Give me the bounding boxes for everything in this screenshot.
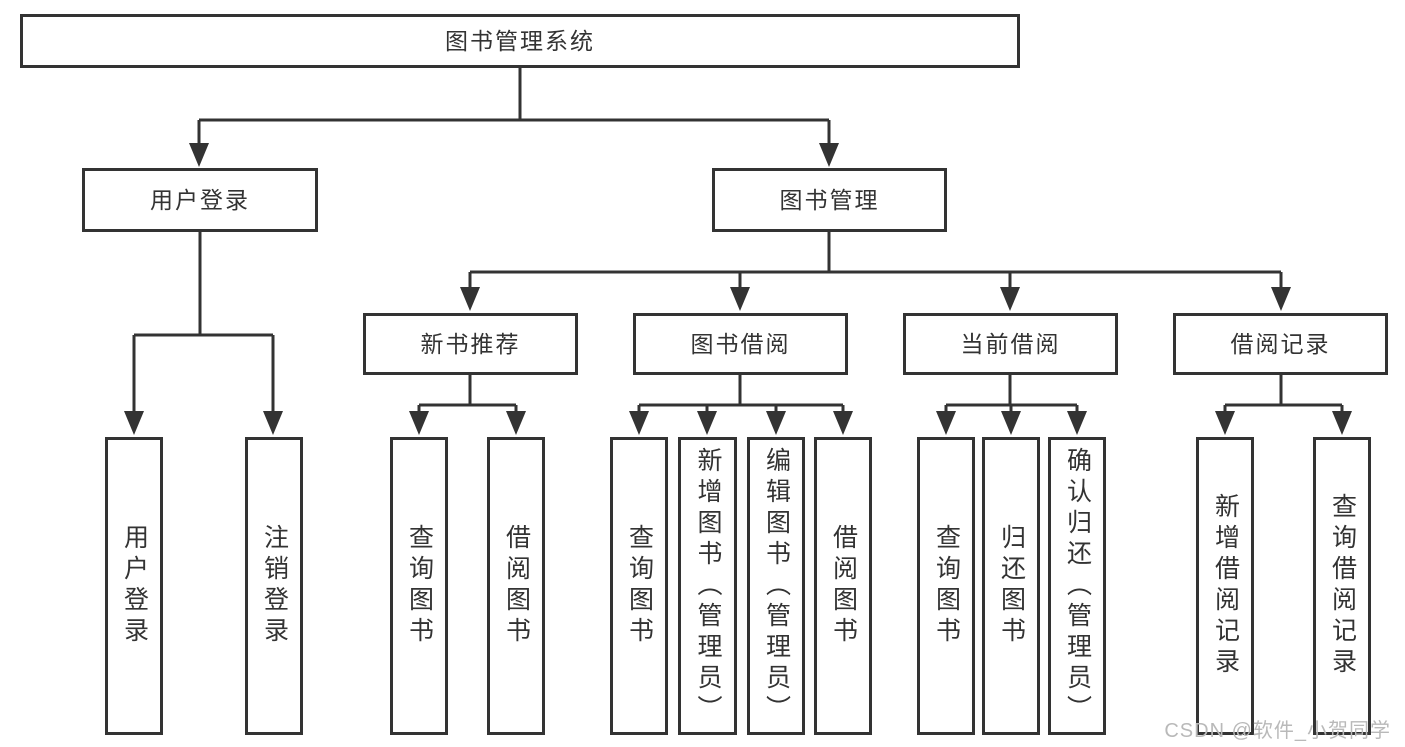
connector-arrowheads	[124, 143, 1352, 435]
leaf-add-book-admin-label: 新增图书（管理员）	[694, 446, 722, 726]
node-new-book-recommend: 新书推荐	[363, 313, 578, 375]
leaf-logout-label: 注销登录	[260, 524, 289, 648]
node-root: 图书管理系统	[20, 14, 1020, 68]
leaf-borrow-books: 借阅图书	[814, 437, 872, 735]
leaf-query-books-current: 查询图书	[917, 437, 975, 735]
leaf-edit-book-admin-label: 编辑图书（管理员）	[762, 446, 791, 726]
node-current-borrowing: 当前借阅	[903, 313, 1118, 375]
leaf-edit-book-admin: 编辑图书（管理员）	[747, 437, 805, 735]
csdn-watermark: CSDN @软件_小贺同学	[1164, 720, 1391, 742]
leaf-borrow-books-label: 借阅图书	[829, 524, 858, 648]
leaf-query-books-recommend-label: 查询图书	[405, 524, 434, 648]
leaf-add-book-admin: 新增图书（管理员）	[678, 437, 737, 735]
leaf-query-borrow-record: 查询借阅记录	[1313, 437, 1371, 735]
leaf-query-books-current-label: 查询图书	[932, 524, 961, 648]
node-book-borrowing: 图书借阅	[633, 313, 848, 375]
leaf-query-books-borrowing-label: 查询图书	[625, 524, 654, 648]
node-book-management-label: 图书管理	[779, 186, 880, 213]
leaf-query-books-borrowing: 查询图书	[610, 437, 668, 735]
leaf-add-borrow-record-label: 新增借阅记录	[1211, 493, 1240, 679]
node-current-borrowing-label: 当前借阅	[960, 330, 1061, 357]
leaf-return-book-label: 归还图书	[997, 524, 1026, 648]
node-book-management: 图书管理	[712, 168, 947, 232]
node-borrow-records: 借阅记录	[1173, 313, 1388, 375]
node-book-borrowing-label: 图书借阅	[690, 330, 791, 357]
leaf-user-login-label: 用户登录	[120, 524, 149, 648]
node-borrow-records-label: 借阅记录	[1230, 330, 1331, 357]
node-user-login: 用户登录	[82, 168, 318, 232]
leaf-user-login: 用户登录	[105, 437, 163, 735]
leaf-logout: 注销登录	[245, 437, 303, 735]
leaf-query-borrow-record-label: 查询借阅记录	[1328, 493, 1357, 679]
leaf-confirm-return-admin-label: 确认归还（管理员）	[1063, 446, 1092, 726]
leaf-return-book: 归还图书	[982, 437, 1040, 735]
leaf-borrow-books-recommend: 借阅图书	[487, 437, 545, 735]
node-user-login-label: 用户登录	[150, 186, 250, 213]
node-root-label: 图书管理系统	[445, 27, 595, 54]
leaf-confirm-return-admin: 确认归还（管理员）	[1048, 437, 1106, 735]
connector-lines	[132, 68, 1344, 414]
leaf-add-borrow-record: 新增借阅记录	[1196, 437, 1254, 735]
leaf-borrow-books-recommend-label: 借阅图书	[502, 524, 531, 648]
leaf-query-books-recommend: 查询图书	[390, 437, 448, 735]
node-new-book-recommend-label: 新书推荐	[420, 330, 521, 357]
